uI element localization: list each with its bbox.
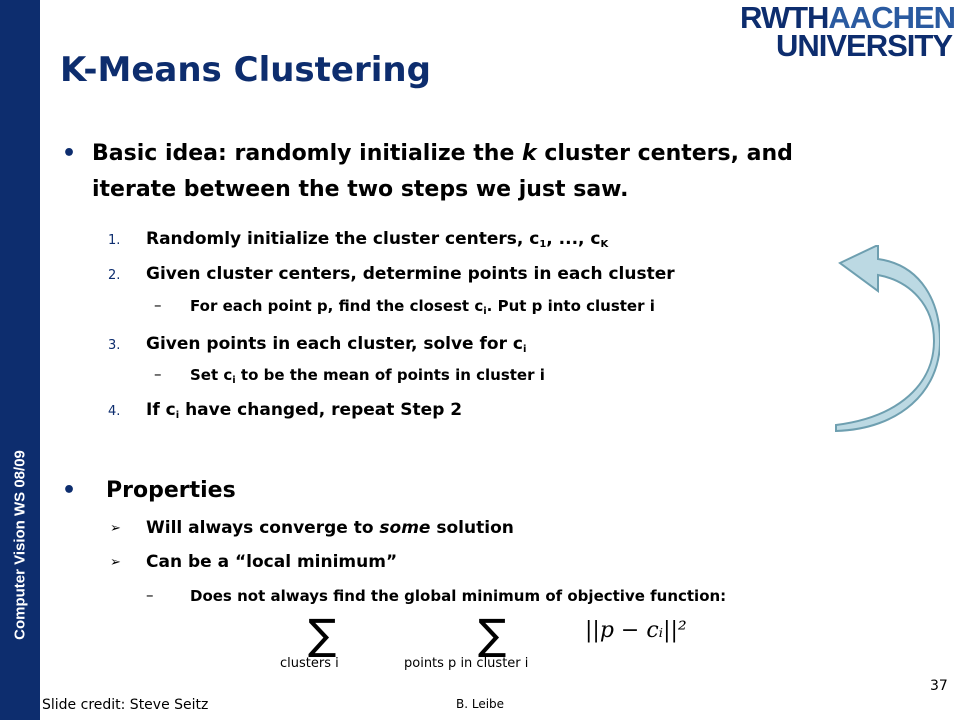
substep-2: Set ci to be the mean of points in clust… <box>190 366 545 386</box>
step-number: 4. <box>108 404 121 419</box>
dash-icon: – <box>154 296 162 314</box>
step-number: 2. <box>108 268 121 283</box>
sum-symbol-2: ∑ <box>478 610 507 659</box>
arrow-shape <box>835 245 940 433</box>
cycle-arrow-icon <box>835 245 940 433</box>
step-4: If ci have changed, repeat Step 2 <box>146 400 463 421</box>
dash-icon: – <box>154 365 162 383</box>
norm-term: ||p − cᵢ||² <box>585 618 687 643</box>
bullet-icon: • <box>62 141 77 166</box>
property-2: Can be a “local minimum” <box>146 552 398 572</box>
bullet-icon: • <box>62 478 77 503</box>
university-logo: RWTHAACHEN UNIVERSITY <box>740 2 956 63</box>
sidebar: Computer Vision WS 08/09 <box>0 0 40 720</box>
logo-university: UNIVERSITY <box>775 28 953 63</box>
sum-symbol-1: ∑ <box>308 610 337 659</box>
property-sub: Does not always find the global minimum … <box>190 587 727 605</box>
step-number: 1. <box>108 233 121 248</box>
dash-icon: – <box>146 586 154 604</box>
bullet2-label: Properties <box>106 478 236 503</box>
arrow-bullet-icon: ➢ <box>110 521 121 536</box>
sum-index-1: clusters i <box>280 656 339 671</box>
property-1: Will always converge to some solution <box>146 518 514 538</box>
course-label: Computer Vision WS 08/09 <box>11 450 29 640</box>
slide-title: K-Means Clustering <box>60 50 431 90</box>
step-number: 3. <box>108 338 121 353</box>
logo-aachen: AACHEN <box>828 0 956 35</box>
sum-index-2: points p in cluster i <box>404 656 529 671</box>
bullet1-line1: Basic idea: randomly initialize the k cl… <box>92 141 793 166</box>
substep-1: For each point p, find the closest ci. P… <box>190 297 655 317</box>
slide-credit: Slide credit: Steve Seitz <box>42 697 209 713</box>
bullet1-line2: iterate between the two steps we just sa… <box>92 177 629 202</box>
step-2: Given cluster centers, determine points … <box>146 264 675 284</box>
arrow-bullet-icon: ➢ <box>110 555 121 570</box>
logo-rwth: RWTH <box>740 0 829 35</box>
page-number: 37 <box>930 678 948 694</box>
step-3: Given points in each cluster, solve for … <box>146 334 527 355</box>
author: B. Leibe <box>456 697 505 711</box>
step-1: Randomly initialize the cluster centers,… <box>146 229 609 250</box>
